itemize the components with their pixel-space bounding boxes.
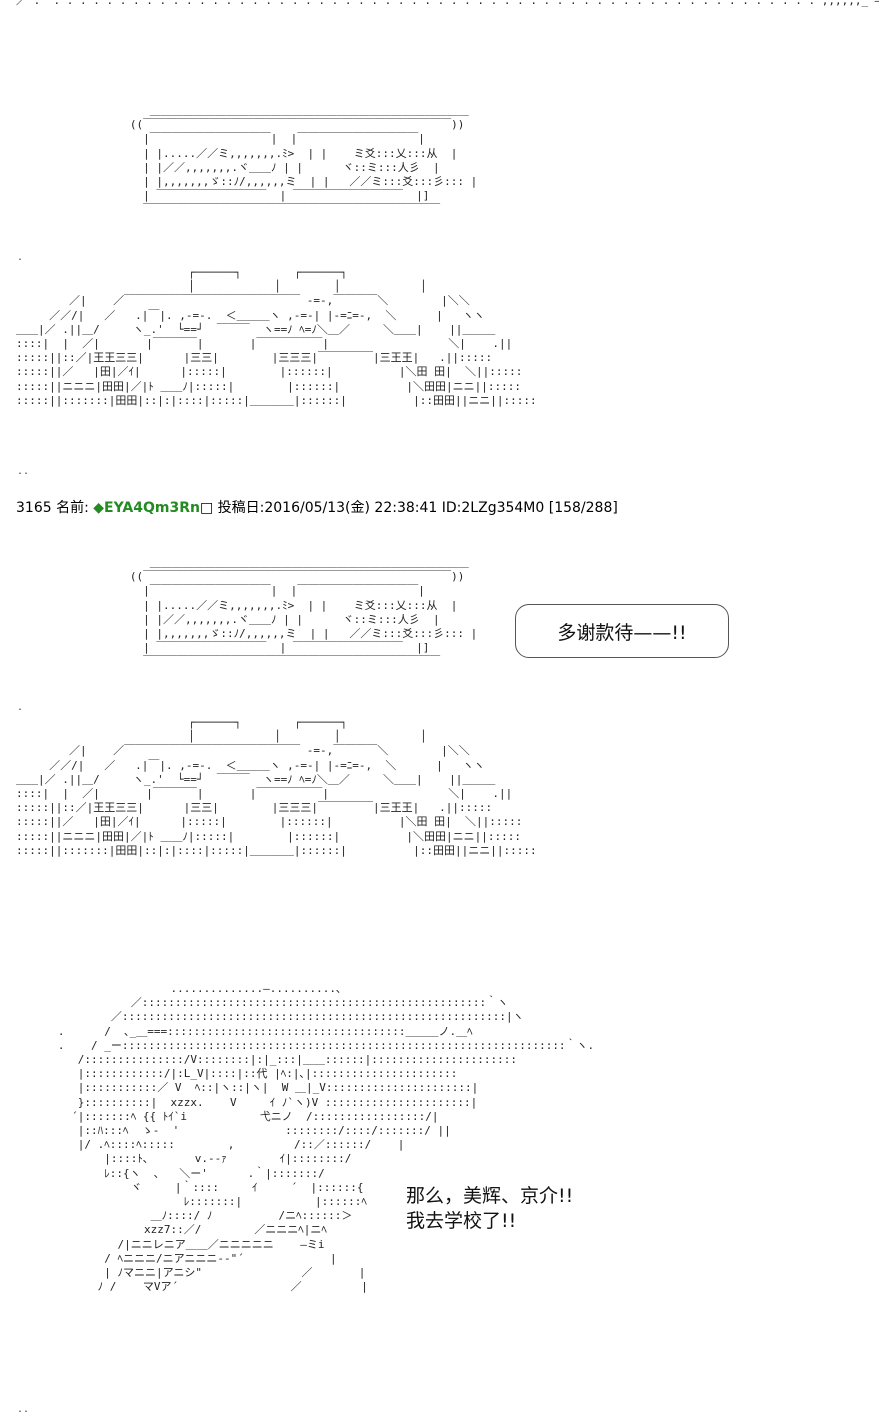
post-header: 3165 名前: ◆EYA4Qm3Rn□ 投稿日:2016/05/13(金) 2… <box>16 497 618 517</box>
post-id: ID:2LZg354M0 <box>441 500 545 516</box>
post-number: 3165 <box>16 500 52 516</box>
speech-line-2: 我去学校了!! <box>406 1210 517 1232</box>
speech-text: 那么，美辉、京介!! 我去学校了!! <box>406 1184 573 1234</box>
top-art-fragment: ／ : : : : : : : : : : : : : : : : : : : … <box>16 0 879 7</box>
post-count: [158/288] <box>548 500 618 516</box>
dot-4: .. <box>17 1404 30 1415</box>
ascii-art-table-1: ┌──────┐ ┌──────┐ │ │ │ │ ／| ／￣￣￣￣￣￣￣￣￣￣… <box>16 266 537 407</box>
ascii-art-window-1: ＿＿＿＿＿＿＿＿＿＿＿＿＿＿＿＿＿＿＿＿＿＿＿＿＿＿＿＿＿ ((￣￣￣￣￣￣￣￣… <box>129 104 478 217</box>
bubble-text: 多谢款待——!! <box>557 621 687 644</box>
ascii-art-table-2: ┌──────┐ ┌──────┐ │ │ │ │ ／| ／￣￣￣￣￣￣￣￣￣￣… <box>16 716 537 857</box>
ascii-art-window-2: ＿＿＿＿＿＿＿＿＿＿＿＿＿＿＿＿＿＿＿＿＿＿＿＿＿＿＿＿＿ ((￣￣￣￣￣￣￣￣… <box>129 556 478 669</box>
speech-bubble: 多谢款待——!! <box>515 604 729 658</box>
dot-2: .. <box>17 466 30 477</box>
dot-3: . <box>17 702 24 713</box>
ascii-art-girl: ..............―..........､ ／::::::::::::… <box>57 982 595 1294</box>
dot-1: . <box>17 252 24 263</box>
trip-code[interactable]: ◆EYA4Qm3Rn <box>93 500 200 516</box>
name-label: 名前: <box>56 500 89 516</box>
post-date: 投稿日:2016/05/13(金) 22:38:41 <box>217 500 438 516</box>
speech-line-1: 那么，美辉、京介!! <box>406 1185 574 1207</box>
checkbox-icon: □ <box>199 500 214 516</box>
